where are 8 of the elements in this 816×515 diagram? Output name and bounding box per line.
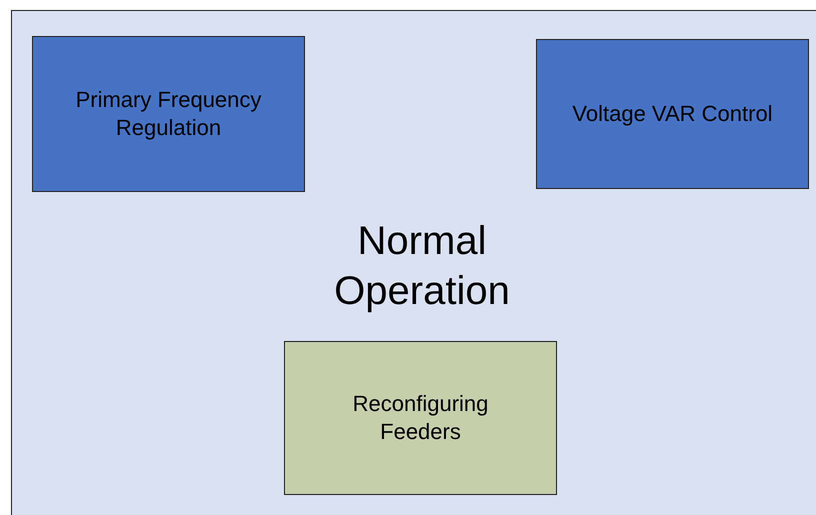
process-box — [32, 36, 305, 192]
region-title: Normal Operation — [333, 218, 511, 315]
box-label: Voltage VAR Control — [572, 100, 773, 128]
process-box — [284, 341, 557, 495]
region-panel — [11, 10, 816, 515]
box-label: Reconfiguring Feeders — [352, 390, 490, 446]
process-box — [536, 39, 809, 189]
box-label: Primary Frequency Regulation — [74, 86, 262, 142]
